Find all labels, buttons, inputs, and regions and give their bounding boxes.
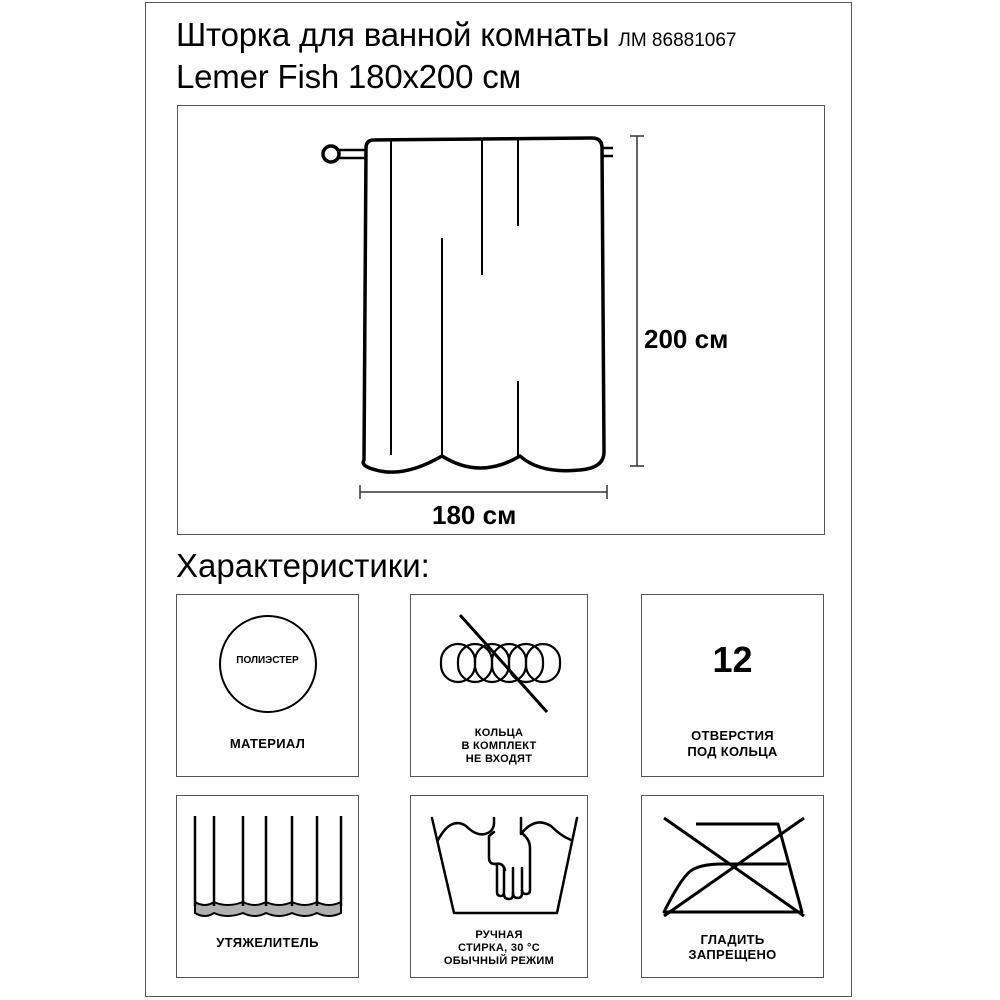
- wash-label: РУЧНАЯ СТИРКА, 30 °С ОБЫЧНЫЙ РЕЖИМ: [443, 929, 555, 967]
- shower-curtain-diagram-icon: [321, 135, 644, 499]
- product-sku: ЛМ 86881067: [618, 30, 737, 51]
- height-dimension-label: 200 см: [644, 324, 729, 354]
- rings-label: КОЛЬЦА В КОМПЛЕКТ НЕ ВХОДЯТ: [461, 727, 537, 765]
- material-value: ПОЛИЭСТЕР: [236, 655, 299, 666]
- material-label: МАТЕРИАЛ: [229, 736, 306, 751]
- hand-wash-icon: [430, 816, 579, 915]
- rings-crossed-icon: [439, 613, 562, 714]
- characteristic-card-weight: УТЯЖЕЛИТЕЛЬ: [176, 795, 359, 978]
- ironing-label: ГЛАДИТЬ ЗАПРЕЩЕНО: [688, 932, 777, 962]
- no-ironing-icon: [662, 816, 805, 918]
- characteristic-card-wash: РУЧНАЯ СТИРКА, 30 °С ОБЫЧНЫЙ РЕЖИМ: [410, 795, 588, 978]
- holes-count-value: 12: [712, 639, 753, 680]
- product-title: Шторка для ванной комнаты ЛМ 86881067: [176, 16, 736, 60]
- diagram-frame: [177, 105, 825, 535]
- product-subtitle: Lemer Fish 180x200 см: [176, 58, 521, 95]
- width-dimension-label: 180 см: [432, 500, 517, 530]
- characteristic-card-material: ПОЛИЭСТЕР МАТЕРИАЛ: [176, 594, 359, 777]
- product-title-text: Шторка для ванной комнаты: [176, 16, 610, 53]
- weight-label: УТЯЖЕЛИТЕЛЬ: [216, 935, 319, 950]
- material-circle-icon: [219, 615, 317, 713]
- product-sheet: [145, 2, 852, 997]
- weighted-hem-icon: [193, 816, 343, 917]
- characteristics-title: Характеристики:: [176, 547, 430, 584]
- characteristic-card-ironing: ГЛАДИТЬ ЗАПРЕЩЕНО: [641, 795, 824, 978]
- characteristic-card-rings: КОЛЬЦА В КОМПЛЕКТ НЕ ВХОДЯТ: [410, 594, 588, 777]
- holes-label: ОТВЕРСТИЯ ПОД КОЛЬЦА: [687, 728, 778, 759]
- characteristic-card-holes: 12 ОТВЕРСТИЯ ПОД КОЛЬЦА: [641, 594, 824, 777]
